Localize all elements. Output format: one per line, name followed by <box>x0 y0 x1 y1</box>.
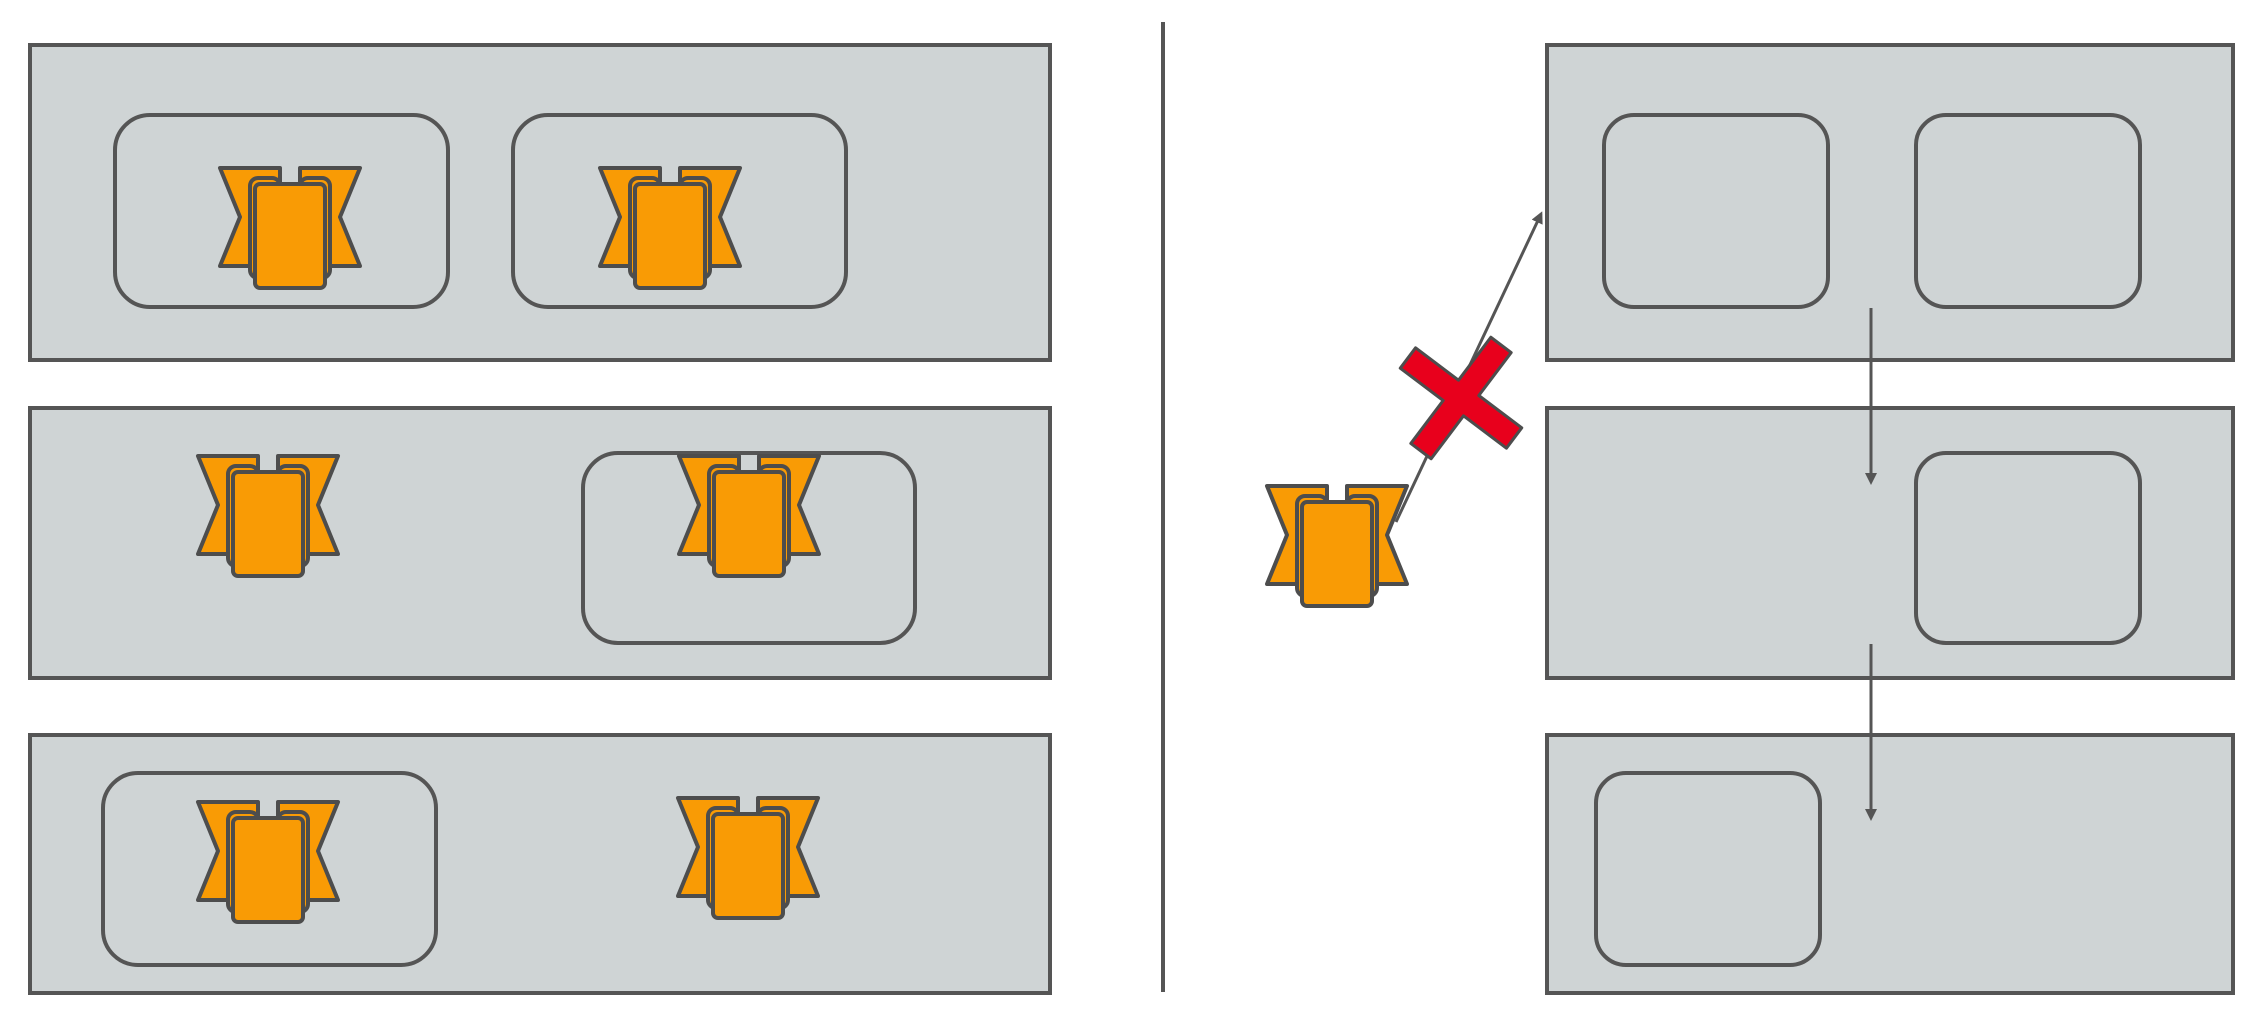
right-side <box>1265 43 2235 995</box>
left-row-1-box-2 <box>511 113 848 309</box>
right-row-1-slot-2 <box>1914 113 2142 309</box>
left-row-3-panel <box>28 733 1052 995</box>
right-row-3-panel <box>1545 733 2235 995</box>
right-row-1-panel <box>1545 43 2235 362</box>
left-row-1-panel <box>28 43 1052 362</box>
widget-icon <box>1265 484 1409 608</box>
right-row-1-slot-1 <box>1602 113 1830 309</box>
left-row-1-box-1 <box>113 113 450 309</box>
right-row-3-slot <box>1594 771 1822 967</box>
blocked-x-icon <box>1398 335 1524 461</box>
left-side <box>28 43 1052 995</box>
right-row-2-slot <box>1914 451 2142 645</box>
left-row-2-box <box>581 451 917 645</box>
left-row-3-box <box>101 771 438 967</box>
